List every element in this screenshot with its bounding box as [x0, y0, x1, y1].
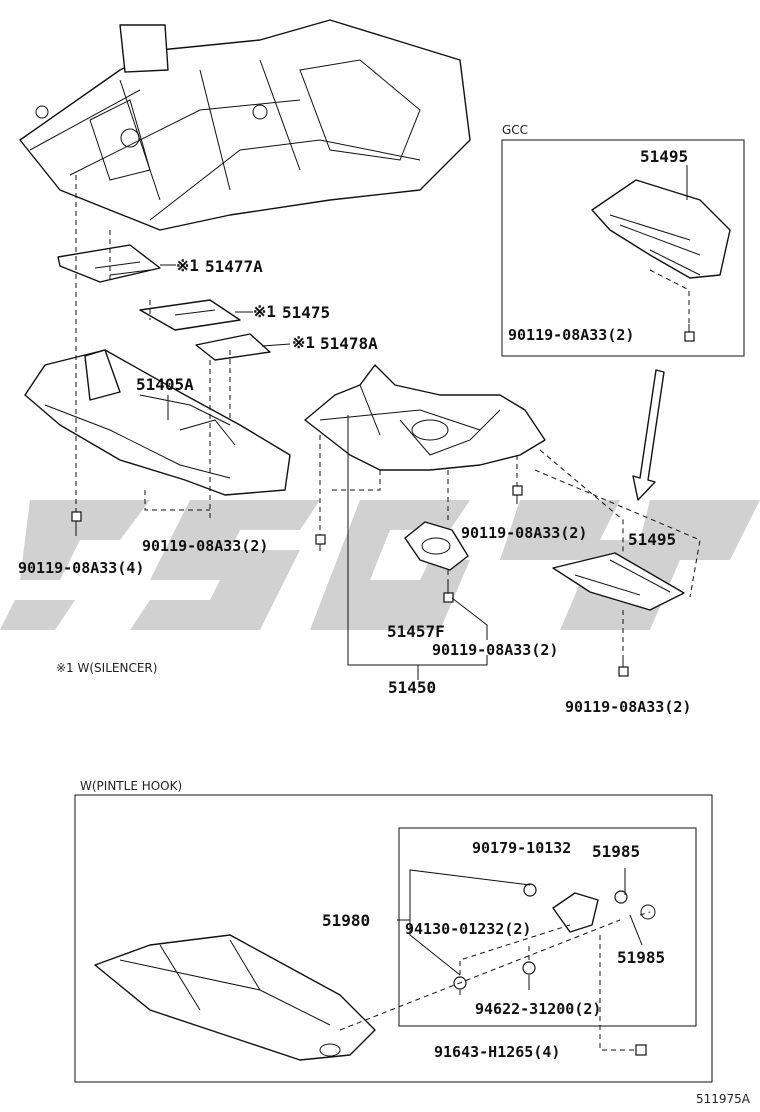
under-cover-51495	[552, 552, 685, 611]
label-51495-gcc: 51495	[640, 147, 688, 166]
label-51475: 51475	[282, 303, 330, 322]
leader-lines	[160, 165, 688, 995]
silencer-note: ※1 W(SILENCER)	[56, 661, 157, 675]
label-94622: 94622-31200(2)	[475, 1000, 601, 1018]
pintle-hook-51985	[552, 892, 656, 933]
label-51457F: 51457F	[387, 622, 445, 641]
gcc-label: GCC	[502, 123, 528, 137]
label-51477A: 51477A	[205, 257, 263, 276]
gcc-box	[501, 139, 745, 357]
label-51495: 51495	[628, 530, 676, 549]
rear-frame	[94, 934, 376, 1061]
label-bolt-right2: 90119-08A33(2)	[565, 698, 691, 716]
label-90179: 90179-10132	[472, 839, 571, 857]
label-bolt-left2: 90119-08A33(2)	[142, 537, 268, 555]
label-bolt-left4: 90119-08A33(4)	[18, 559, 144, 577]
label-94130: 94130-01232(2)	[405, 920, 531, 938]
label-bolt-gcc: 90119-08A33(2)	[508, 326, 634, 344]
bolts	[71, 324, 695, 1056]
mark-51475: ※1	[253, 302, 276, 321]
connection-lines	[75, 175, 701, 1051]
mark-51477A: ※1	[176, 256, 199, 275]
label-51985-a: 51985	[592, 842, 640, 861]
bracket-51457F	[404, 521, 469, 571]
pintle-hook-box	[74, 794, 713, 1083]
label-bolt-center2: 90119-08A33(2)	[432, 641, 558, 659]
pintle-hook-label: W(PINTLE HOOK)	[80, 779, 182, 793]
gcc-arrow	[632, 369, 665, 501]
label-51478A: 51478A	[320, 334, 378, 353]
silencer-51475	[139, 299, 241, 331]
label-bolt-mid2: 90119-08A33(2)	[461, 524, 587, 542]
label-51980: 51980	[322, 911, 370, 930]
mark-51478A: ※1	[292, 333, 315, 352]
under-cover-51495-gcc	[591, 179, 731, 279]
frame-assembly	[19, 19, 471, 231]
under-cover-51405A	[24, 349, 291, 496]
pintle-hook-inner-box	[398, 827, 697, 1027]
silencer-51477A	[57, 244, 161, 283]
label-51450: 51450	[388, 678, 436, 697]
diagram-id: 511975A	[696, 1092, 751, 1106]
label-51985-b: 51985	[617, 948, 665, 967]
label-91643: 91643-H1265(4)	[434, 1043, 560, 1061]
under-cover-center	[304, 364, 546, 471]
silencer-51478A	[195, 333, 271, 361]
label-51405A: 51405A	[136, 375, 194, 394]
